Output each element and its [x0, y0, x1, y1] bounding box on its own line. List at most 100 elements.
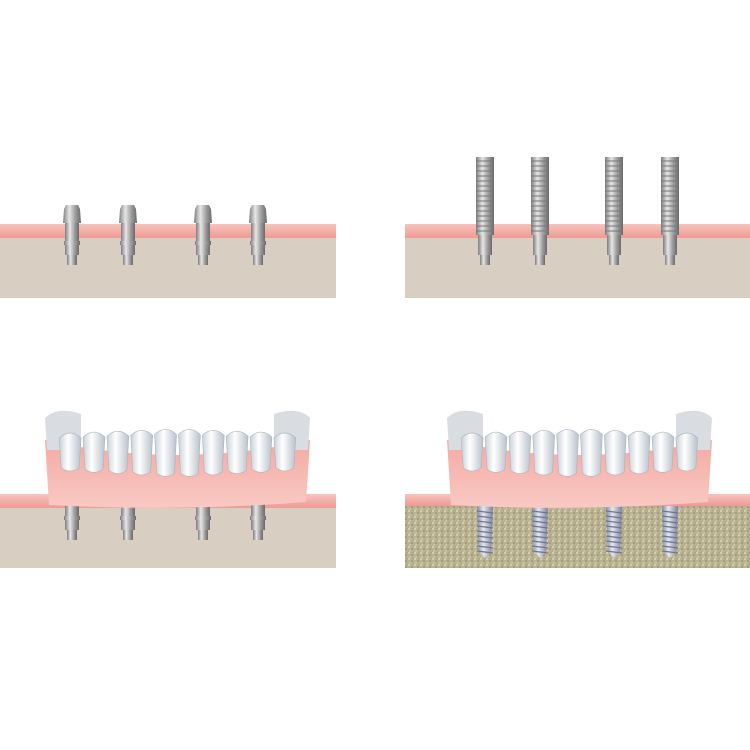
screw-thread	[531, 520, 549, 524]
tooth	[484, 431, 508, 473]
abutment-ring	[64, 241, 80, 245]
bone-layer	[405, 238, 750, 298]
screw-thread	[661, 540, 679, 544]
tooth	[225, 430, 249, 474]
implant-screw	[605, 506, 623, 558]
screw-thread	[661, 510, 679, 514]
implant-transfer-post	[605, 157, 623, 265]
abutment-ring	[195, 241, 211, 245]
screw-thread	[476, 550, 494, 554]
post-tip	[535, 255, 545, 265]
abutment-ring	[120, 241, 136, 245]
screw-thread	[531, 545, 549, 549]
tooth	[651, 431, 675, 473]
post-tip	[665, 255, 675, 265]
abutment-body	[251, 498, 265, 530]
screw-thread	[531, 510, 549, 514]
screw-thread	[531, 535, 549, 539]
screw-thread	[661, 530, 679, 534]
post-tip	[480, 255, 490, 265]
gum-layer	[405, 224, 750, 238]
tooth	[154, 429, 177, 477]
denture-prosthesis	[447, 410, 712, 508]
abutment-ring	[250, 516, 266, 520]
tooth	[508, 430, 532, 474]
implant-screw	[476, 506, 494, 558]
screw-thread	[661, 550, 679, 554]
tooth	[273, 432, 297, 472]
abutment-tip	[123, 255, 133, 265]
abutment-body	[196, 223, 210, 255]
implant-abutment	[194, 205, 212, 265]
implant-screw	[531, 506, 549, 558]
screw-thread	[605, 510, 623, 514]
tooth	[82, 431, 106, 473]
implant-abutment	[119, 205, 137, 265]
screw-thread	[476, 545, 494, 549]
abutment-tip	[198, 530, 208, 540]
denture-prosthesis	[45, 410, 310, 508]
tooth	[604, 430, 627, 476]
tooth	[675, 432, 699, 472]
abutment-head	[194, 205, 212, 223]
implant-screw	[661, 506, 679, 558]
tooth	[178, 429, 201, 477]
panel-top-left	[0, 224, 336, 298]
tooth	[249, 431, 273, 473]
abutment-ring	[120, 516, 136, 520]
implant-abutment	[63, 205, 81, 265]
tooth	[130, 430, 153, 476]
screw-thread	[531, 515, 549, 519]
implant-transfer-post	[476, 157, 494, 265]
abutment-body	[65, 223, 79, 255]
abutment-tip	[123, 530, 133, 540]
screw-thread	[605, 520, 623, 524]
abutment-body	[251, 223, 265, 255]
abutment-tip	[253, 255, 263, 265]
abutment-ring	[195, 516, 211, 520]
screw-thread	[531, 525, 549, 529]
abutment-head	[249, 205, 267, 223]
screw-thread	[476, 530, 494, 534]
abutment-body	[121, 223, 135, 255]
screw-thread	[476, 510, 494, 514]
screw-thread	[661, 545, 679, 549]
abutment-ring	[250, 241, 266, 245]
bone-layer	[0, 238, 336, 298]
gum-layer	[0, 224, 336, 238]
abutment-tip	[67, 255, 77, 265]
screw-thread	[531, 540, 549, 544]
abutment-tip	[198, 255, 208, 265]
screw-thread	[531, 530, 549, 534]
abutment-tip	[253, 530, 263, 540]
abutment-head	[119, 205, 137, 223]
screw-thread	[605, 535, 623, 539]
tooth	[556, 429, 579, 477]
implant-transfer-post	[531, 157, 549, 265]
tooth	[106, 430, 130, 474]
tooth	[202, 430, 225, 476]
abutment-tip	[67, 530, 77, 540]
post-tip	[609, 255, 619, 265]
tooth	[460, 432, 484, 472]
screw-thread	[605, 545, 623, 549]
post-body	[663, 235, 677, 255]
panel-top-right	[405, 224, 750, 298]
screw-thread	[476, 535, 494, 539]
tooth	[580, 429, 603, 477]
screw-thread	[476, 525, 494, 529]
screw-thread	[661, 520, 679, 524]
screw-thread	[476, 520, 494, 524]
tooth	[58, 432, 82, 472]
post-body	[478, 235, 492, 255]
post-body	[533, 235, 547, 255]
implant-abutment	[249, 205, 267, 265]
abutment-head	[63, 205, 81, 223]
tooth	[532, 430, 555, 476]
post-body	[607, 235, 621, 255]
abutment-ring	[64, 516, 80, 520]
screw-thread	[605, 540, 623, 544]
bone-layer	[0, 508, 336, 568]
screw-thread	[605, 515, 623, 519]
